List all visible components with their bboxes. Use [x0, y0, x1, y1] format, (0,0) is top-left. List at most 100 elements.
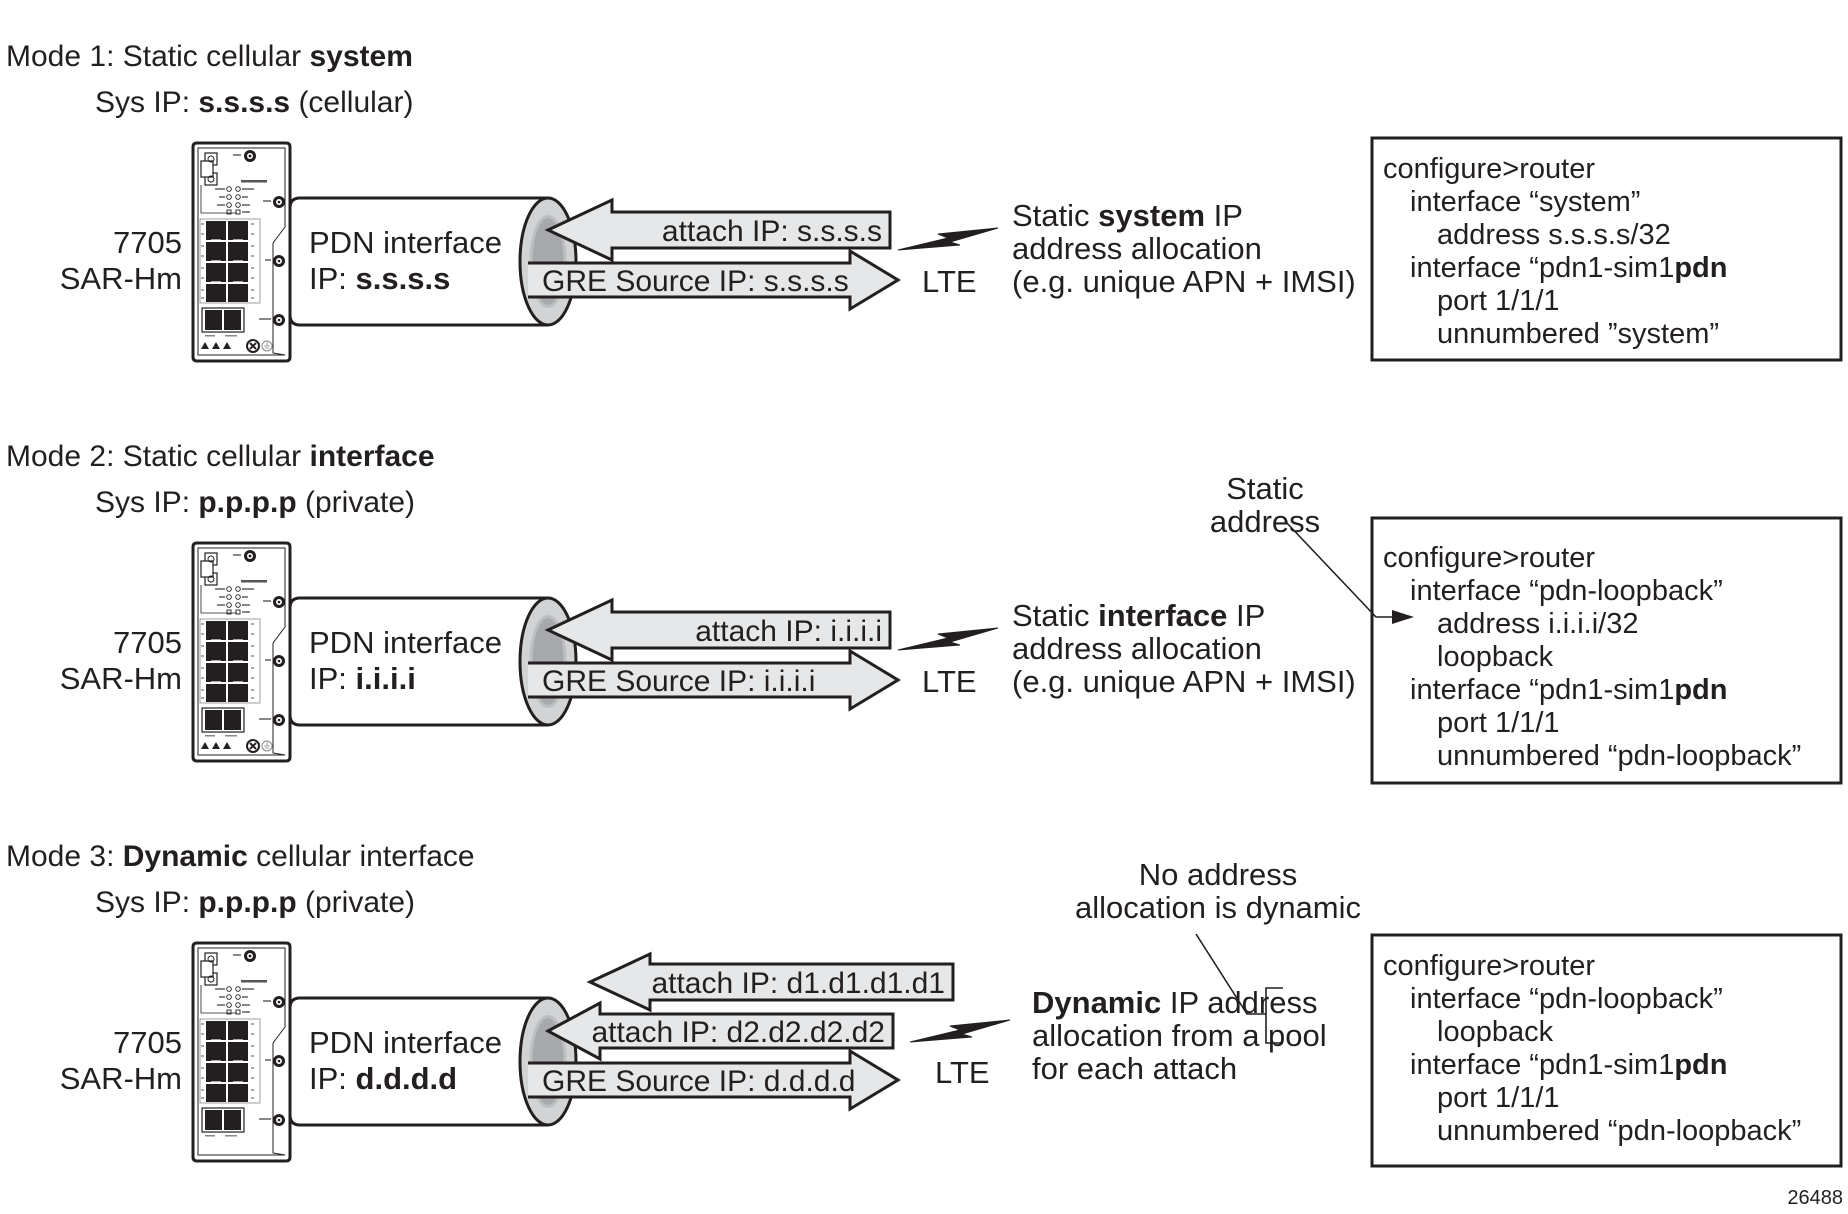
config-line: interface “pdn-loopback”: [1410, 983, 1723, 1015]
allocation-description-part: (e.g. unique APN + IMSI): [1012, 264, 1356, 299]
sys-ip-label: Sys IP: p.p.p.p (private): [95, 486, 415, 519]
config-line-text: configure>router: [1383, 542, 1595, 574]
figure-number: 26488: [1787, 1187, 1843, 1209]
attach-ip-arrow: [544, 1000, 895, 1062]
allocation-description-part: (e.g. unique APN + IMSI): [1012, 664, 1356, 699]
allocation-description-part: system: [1098, 198, 1205, 233]
pdn-interface-ip-part: IP:: [309, 1061, 356, 1096]
config-line-text: interface “pdn-loopback”: [1410, 575, 1723, 607]
lte-signal-icon: [897, 227, 999, 251]
config-line: unnumbered ”system”: [1437, 318, 1719, 350]
router-device-icon: [191, 141, 292, 363]
config-line: configure>router: [1383, 153, 1595, 185]
mode-title-part: system: [309, 40, 412, 73]
sys-ip-label-part: Sys IP:: [95, 886, 198, 919]
gre-source-ip-arrow: [528, 648, 901, 712]
callout-label: Static: [1226, 471, 1304, 506]
callout-arrowhead: [1392, 610, 1414, 624]
config-line-text: configure>router: [1383, 153, 1595, 185]
config-line-text: loopback: [1437, 641, 1554, 673]
sys-ip-label-part: (private): [297, 486, 415, 519]
sys-ip-label: Sys IP: p.p.p.p (private): [95, 886, 415, 919]
device-model-number: 7705: [113, 625, 182, 660]
config-line: address s.s.s.s/32: [1437, 219, 1671, 251]
allocation-description-part: Static: [1012, 198, 1098, 233]
lte-label: LTE: [935, 1055, 990, 1090]
allocation-description-part: Static: [1012, 598, 1098, 633]
config-line-text: interface “system”: [1410, 186, 1640, 218]
allocation-description: for each attach: [1032, 1051, 1237, 1086]
sys-ip-label-part: (cellular): [290, 86, 413, 119]
allocation-description: allocation from a pool: [1032, 1018, 1327, 1053]
callout-label: No address: [1139, 857, 1298, 892]
device-model-number: 7705: [113, 225, 182, 260]
allocation-description-part: interface: [1098, 598, 1227, 633]
gre-source-ip-arrow: [528, 248, 901, 312]
config-line: loopback: [1437, 1016, 1554, 1048]
config-line-text: unnumbered ”system”: [1437, 318, 1719, 350]
lte-label: LTE: [922, 264, 977, 299]
mode-title-part: cellular interface: [248, 840, 475, 873]
callout-leader-line: [1195, 933, 1266, 1015]
config-line: interface “pdn1-sim1pdn: [1410, 252, 1728, 284]
attach-ip-label: attach IP: d1.d1.d1.d1: [651, 967, 945, 1000]
allocation-description-part: address allocation: [1012, 231, 1262, 266]
pdn-interface-ip-part: IP:: [309, 661, 356, 696]
allocation-description: address allocation: [1012, 631, 1262, 666]
lte-signal-icon: [897, 627, 999, 651]
pdn-interface-ip-part: IP:: [309, 261, 356, 296]
device-model-name: SAR-Hm: [60, 661, 182, 696]
config-line: interface “pdn-loopback”: [1410, 575, 1723, 607]
config-line: interface “pdn1-sim1pdn: [1410, 1049, 1728, 1081]
sys-ip-label-part: s.s.s.s: [198, 86, 290, 119]
device-model-name: SAR-Hm: [60, 1061, 182, 1096]
pdn-interface-label: PDN interface: [309, 1025, 502, 1060]
config-line: port 1/1/1: [1437, 285, 1560, 317]
callout-label: allocation is dynamic: [1075, 890, 1361, 925]
config-line: unnumbered “pdn-loopback”: [1437, 740, 1801, 772]
lte-label: LTE: [922, 664, 977, 699]
pdn-interface-ip: IP: d.d.d.d: [309, 1061, 457, 1096]
config-line: port 1/1/1: [1437, 707, 1560, 739]
pdn-interface-ip-part: s.s.s.s: [356, 261, 451, 296]
config-line-text: port 1/1/1: [1437, 1082, 1560, 1114]
callout-label: address: [1210, 504, 1320, 539]
config-line-text: address i.i.i.i/32: [1437, 608, 1639, 640]
config-line-bold: pdn: [1674, 674, 1727, 706]
config-line-bold: pdn: [1674, 1049, 1727, 1081]
config-line-text: interface “pdn1-sim1: [1410, 252, 1674, 284]
mode-title-part: Mode 1: Static cellular: [6, 40, 309, 73]
mode-title-part: Mode 2: Static cellular: [6, 440, 309, 473]
config-line-text: loopback: [1437, 1016, 1554, 1048]
allocation-description: (e.g. unique APN + IMSI): [1012, 664, 1356, 699]
pdn-interface-label: PDN interface: [309, 625, 502, 660]
sys-ip-label-part: p.p.p.p: [198, 886, 296, 919]
allocation-description-part: allocation from a pool: [1032, 1018, 1327, 1053]
attach-ip-arrow: [544, 197, 892, 263]
allocation-description-part: Dynamic: [1032, 985, 1161, 1020]
allocation-description: address allocation: [1012, 231, 1262, 266]
allocation-description-part: address allocation: [1012, 631, 1262, 666]
gre-source-ip-label: GRE Source IP: d.d.d.d: [542, 1065, 856, 1098]
allocation-description: (e.g. unique APN + IMSI): [1012, 264, 1356, 299]
pdn-interface-label: PDN interface: [309, 225, 502, 260]
config-line-text: port 1/1/1: [1437, 285, 1560, 317]
config-line-text: interface “pdn1-sim1: [1410, 1049, 1674, 1081]
config-line: address i.i.i.i/32: [1437, 608, 1639, 640]
sys-ip-label-part: p.p.p.p: [198, 486, 296, 519]
gre-source-ip-label: GRE Source IP: i.i.i.i: [542, 665, 815, 698]
config-line-text: interface “pdn-loopback”: [1410, 983, 1723, 1015]
allocation-description-part: IP: [1227, 598, 1265, 633]
attach-ip-arrow: [544, 597, 892, 663]
router-device-icon: [191, 541, 292, 763]
pdn-interface-ip-part: i.i.i.i: [356, 661, 416, 696]
config-line-text: unnumbered “pdn-loopback”: [1437, 1115, 1801, 1147]
config-line: loopback: [1437, 641, 1554, 673]
mode-title-part: interface: [309, 440, 434, 473]
